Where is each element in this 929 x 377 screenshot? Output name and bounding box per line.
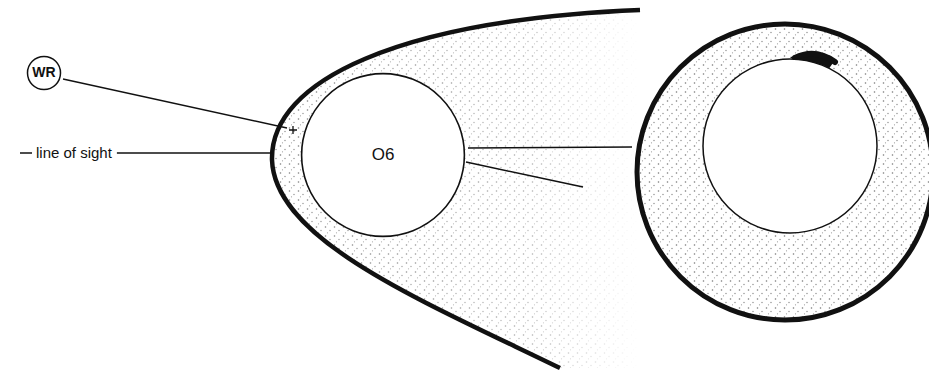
bow-shock [272,10,640,368]
sight-line [117,152,272,154]
wind-region [272,10,640,368]
projection-line [466,162,583,187]
circle-outline [302,74,465,237]
leader-line [63,79,287,128]
sight-line [20,152,32,154]
star-circle: O6 [300,72,466,238]
circle-outline [28,57,61,90]
position-mark [289,126,297,134]
star-type: O6 [372,146,395,165]
star-label: WR [32,65,55,80]
star-disk [703,59,877,233]
sight-label: line of sight [35,144,113,161]
star-label-circle: WR [26,55,62,91]
projection-line [468,147,632,148]
enlarged-view [637,24,929,320]
